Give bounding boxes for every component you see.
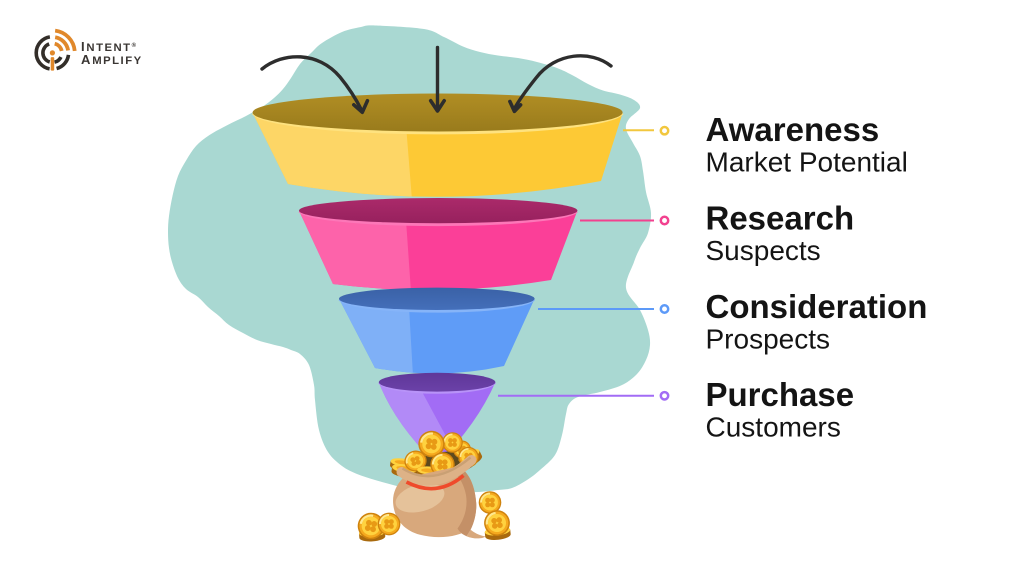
svg-text:AMPLIFY: AMPLIFY [81, 52, 143, 67]
svg-text:INTENT®: INTENT® [81, 39, 138, 54]
svg-text:Prospects: Prospects [706, 324, 831, 355]
svg-text:Consideration: Consideration [706, 288, 928, 325]
svg-text:Market Potential: Market Potential [706, 147, 908, 178]
svg-text:Awareness: Awareness [706, 111, 880, 148]
svg-text:Customers: Customers [706, 412, 841, 443]
svg-text:Suspects: Suspects [706, 235, 821, 266]
svg-text:Research: Research [706, 200, 855, 237]
svg-text:Purchase: Purchase [706, 376, 855, 413]
